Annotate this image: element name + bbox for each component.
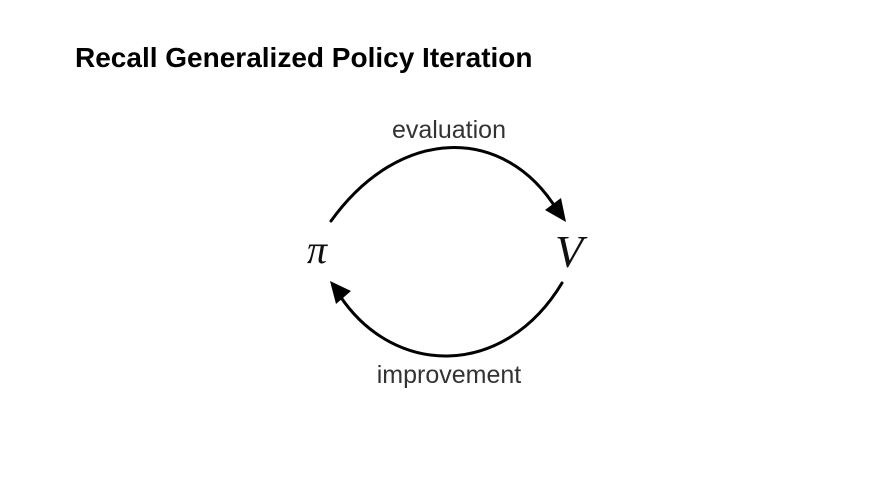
evaluation-label: evaluation [392,116,506,144]
evaluation-arc [329,146,559,223]
policy-node: π [307,227,328,272]
improvement-arc [338,281,564,358]
slide-title: Recall Generalized Policy Iteration [75,42,533,73]
evaluation-arrowhead [545,198,566,222]
improvement-arrowhead [330,281,351,304]
value-node: V [555,226,588,277]
improvement-label: improvement [377,361,522,389]
